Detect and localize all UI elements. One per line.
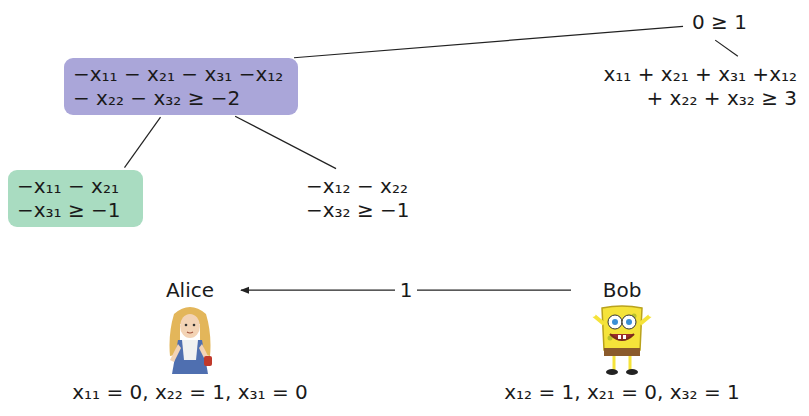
inequality-text: x₁₁ + x₂₁ + x₃₁ +x₁₂ + x₂₂ + x₃₂ ≥ 3 — [600, 62, 797, 111]
figure-spacer — [145, 302, 235, 376]
tree-edge — [124, 117, 160, 167]
tree-edge — [715, 40, 738, 56]
inequality-text: −x₁₂ − x₂₂ −x₃₂ ≥ −1 — [306, 174, 423, 223]
inequality-node: x₁₁ + x₂₁ + x₃₁ +x₁₂ + x₂₂ + x₃₂ ≥ 3 — [594, 58, 803, 115]
party-name: Bob — [577, 278, 667, 302]
party-name: Alice — [145, 278, 235, 302]
spongebob-figure — [590, 304, 654, 376]
inequality-text: −x₁₁ − x₂₁ −x₃₁ ≥ −1 — [17, 174, 134, 223]
party-node: Bobx₁₂ = 1, x₂₁ = 0, x₃₂ = 1 — [577, 278, 667, 376]
assignment-text: x₁₂ = 1, x₂₁ = 0, x₃₂ = 1 — [504, 380, 740, 404]
inequality-node: −x₁₁ − x₂₁ −x₃₁ ≥ −1 — [8, 170, 143, 227]
party-node: Alicex₁₁ = 0, x₂₂ = 1, x₃₁ = 0 — [145, 278, 235, 376]
tree-edge — [294, 26, 683, 57]
tree-edge — [235, 116, 336, 168]
inequality-text: −x₁₁ − x₂₁ − x₃₁ −x₁₂ − x₂₂ − x₃₂ ≥ −2 — [73, 62, 289, 111]
figure-spacer — [577, 302, 667, 376]
assignment-text: x₁₁ = 0, x₂₂ = 1, x₃₁ = 0 — [72, 380, 308, 404]
alice-figure — [160, 304, 220, 376]
inequality-text: 0 ≥ 1 — [692, 10, 747, 34]
inequality-node: −x₁₂ − x₂₂ −x₃₂ ≥ −1 — [300, 170, 429, 227]
message-label: 1 — [395, 278, 418, 302]
inequality-node: 0 ≥ 1 — [686, 6, 753, 38]
inequality-node: −x₁₁ − x₂₁ − x₃₁ −x₁₂ − x₂₂ − x₃₂ ≥ −2 — [64, 58, 298, 115]
